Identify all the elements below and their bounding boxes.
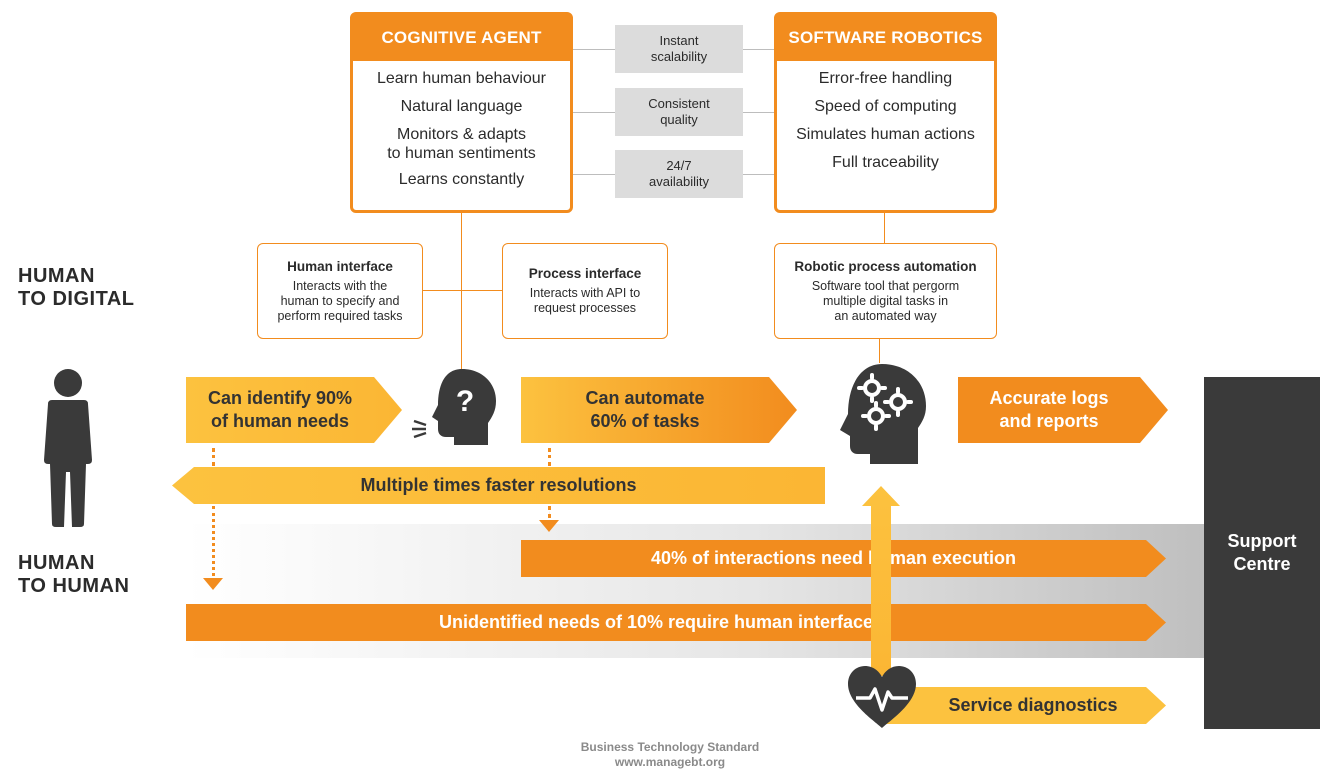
identify-arrow-shape bbox=[186, 377, 402, 443]
person-icon bbox=[44, 369, 92, 527]
unidentified-arrow-shape bbox=[186, 604, 1166, 641]
interactions-text: 40% of interactions need human execution bbox=[650, 548, 1017, 568]
cognitive-agent-item: Learn human behaviour bbox=[376, 70, 546, 87]
cognitive-agent-item: Learns constantly bbox=[398, 171, 525, 188]
cognitive-agent-item: Monitors & adapts to human sentiments bbox=[387, 126, 536, 162]
automate-text: Can automate 60% of tasks bbox=[585, 388, 705, 431]
unidentified-text: Unidentified needs of 10% require human … bbox=[438, 612, 874, 632]
agent-stem-line bbox=[461, 213, 462, 370]
dotted-arrow-head bbox=[203, 578, 223, 590]
identify-arrow: Can identify 90% of human needs bbox=[186, 377, 402, 443]
dotted-connector bbox=[212, 506, 215, 576]
gears-head-icon bbox=[840, 364, 926, 464]
human-interface-desc: Interacts with the human to specify and … bbox=[277, 279, 403, 323]
process-interface-desc: Interacts with API to request processes bbox=[529, 286, 641, 315]
diagnostics-arrow-shape bbox=[880, 687, 1166, 724]
human-to-human-label: HUMAN TO HUMAN bbox=[18, 552, 130, 597]
software-robotics-item: Error-free handling bbox=[818, 70, 953, 87]
software-robotics-item: Speed of computing bbox=[814, 98, 957, 115]
logs-arrow-shape bbox=[958, 377, 1168, 443]
software-robotics-item: Simulates human actions bbox=[796, 126, 975, 143]
rpa-desc: Software tool that pergorm multiple digi… bbox=[811, 279, 960, 323]
automate-arrow: Can automate 60% of tasks bbox=[521, 377, 797, 443]
question-head-icon: ? bbox=[412, 369, 496, 445]
faster-arrow: Multiple times faster resolutions bbox=[172, 467, 825, 504]
dotted-connector bbox=[548, 506, 551, 518]
identify-text: Can identify 90% of human needs bbox=[207, 388, 353, 431]
faster-text: Multiple times faster resolutions bbox=[360, 475, 637, 495]
diagnostics-up-arrow bbox=[862, 486, 900, 676]
dotted-arrow-head bbox=[539, 520, 559, 532]
benefit-availability: 24/7 availability bbox=[615, 150, 743, 198]
rpa-title: Robotic process automation bbox=[794, 259, 977, 274]
diagnostics-arrow: Service diagnostics bbox=[880, 687, 1166, 724]
footer-title: Business Technology Standard bbox=[580, 740, 760, 754]
footer: Business Technology Standard www.manageb… bbox=[520, 740, 820, 770]
dotted-connector bbox=[212, 448, 215, 466]
svg-text:?: ? bbox=[456, 385, 474, 418]
software-robotics-box: SOFTWARE ROBOTICS Error-free handling Sp… bbox=[774, 12, 997, 213]
interactions-arrow-shape bbox=[521, 540, 1166, 577]
rpa-box: Robotic process automation Software tool… bbox=[774, 243, 997, 339]
dotted-connector bbox=[548, 448, 551, 466]
automate-arrow-shape bbox=[521, 377, 797, 443]
robotics-stem-line bbox=[884, 213, 885, 243]
logs-text: Accurate logs and reports bbox=[989, 388, 1109, 431]
heart-pulse-icon bbox=[848, 666, 916, 728]
benefit-quality: Consistent quality bbox=[615, 88, 743, 136]
unidentified-arrow: Unidentified needs of 10% require human … bbox=[186, 604, 1166, 641]
cognitive-agent-title: COGNITIVE AGENT bbox=[353, 15, 570, 61]
support-centre: Support Centre bbox=[1204, 377, 1320, 729]
logs-arrow: Accurate logs and reports bbox=[958, 377, 1168, 443]
agent-branch-left bbox=[423, 290, 461, 291]
process-interface-title: Process interface bbox=[528, 266, 642, 281]
software-robotics-title: SOFTWARE ROBOTICS bbox=[777, 15, 994, 61]
human-interface-box: Human interface Interacts with the human… bbox=[257, 243, 423, 339]
agent-branch-right bbox=[461, 290, 502, 291]
footer-url: www.managebt.org bbox=[614, 755, 726, 769]
faster-arrow-shape bbox=[172, 467, 825, 504]
rpa-stem-line bbox=[879, 338, 880, 363]
benefit-scalability: Instant scalability bbox=[615, 25, 743, 73]
cognitive-agent-box: COGNITIVE AGENT Learn human behaviour Na… bbox=[350, 12, 573, 213]
interactions-arrow: 40% of interactions need human execution bbox=[521, 540, 1166, 577]
cognitive-agent-item: Natural language bbox=[400, 98, 523, 115]
process-interface-box: Process interface Interacts with API to … bbox=[502, 243, 668, 339]
software-robotics-item: Full traceability bbox=[832, 154, 939, 171]
support-centre-label: Support Centre bbox=[1227, 531, 1297, 574]
human-interface-title: Human interface bbox=[287, 259, 393, 274]
human-to-digital-label: HUMAN TO DIGITAL bbox=[18, 265, 135, 310]
diagnostics-text: Service diagnostics bbox=[948, 695, 1118, 715]
